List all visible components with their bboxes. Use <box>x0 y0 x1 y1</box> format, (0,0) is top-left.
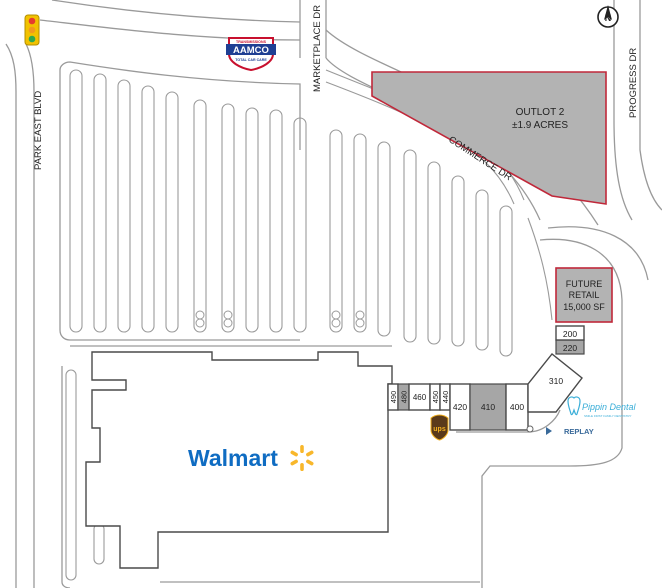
unit-490-number: 490 <box>389 391 398 404</box>
north-arrow-icon: N <box>597 5 619 28</box>
park-east-blvd-road <box>5 43 17 588</box>
svg-text:N: N <box>605 13 612 23</box>
east-access-road-inner <box>547 226 649 281</box>
unit-410-number: 410 <box>481 402 495 412</box>
replay-icon <box>546 427 552 435</box>
outlot-2-label: OUTLOT 2 <box>516 107 565 118</box>
unit-310 <box>527 353 583 413</box>
top-road-north-edge <box>51 0 301 23</box>
walmart-logo-text: Walmart <box>188 445 278 471</box>
pippin-dental-tagline: SMILE FIRST FAMILY DENTISTRY <box>584 414 631 418</box>
ups-logo: ups <box>430 414 449 441</box>
unit-220-number: 220 <box>563 343 577 353</box>
unit-200 <box>555 325 585 341</box>
parking-rows-east <box>329 129 513 357</box>
tooth-icon <box>567 396 581 416</box>
future-retail-label-1: FUTURE <box>566 279 603 289</box>
strip-center <box>387 325 585 433</box>
future-retail-label-2: RETAIL <box>569 290 600 300</box>
pippin-dental-text: Pippin Dental <box>582 402 637 412</box>
ups-text: ups <box>433 426 446 433</box>
replay-text: REPLAY <box>564 427 594 436</box>
park-east-blvd-label: PARK EAST BLVD <box>33 91 44 170</box>
walmart-building <box>85 351 393 569</box>
outlot-2-acres: ±1.9 ACRES <box>512 120 568 131</box>
lot-perimeter-west <box>59 61 301 150</box>
outlot-2-parcel <box>371 71 607 205</box>
progress-dr-label: PROGRESS DR <box>628 48 639 118</box>
parking-rows-west <box>69 69 307 333</box>
parking-islands <box>195 310 365 328</box>
parking-row-east-curve <box>527 217 553 321</box>
aamco-sub-text: TOTAL CAR CARE <box>235 58 267 62</box>
pippin-dental-logo: Pippin Dental SMILE FIRST FAMILY DENTIST… <box>567 396 637 418</box>
progress-dr-east-edge <box>639 0 662 211</box>
parking-row-southwest <box>65 369 77 581</box>
lot-perimeter-south-west <box>59 70 300 341</box>
parking-row-southwest-2 <box>93 523 105 565</box>
park-east-blvd-road-edge <box>25 43 35 588</box>
unit-400-number: 400 <box>510 402 524 412</box>
aamco-top-text: TRANSMISSIONS <box>236 40 267 44</box>
aamco-logo: TRANSMISSIONS AAMCO TOTAL CAR CARE <box>226 37 276 72</box>
marketplace-dr-label: MARKETPLACE DR <box>312 5 323 92</box>
aamco-main-text: AAMCO <box>233 45 269 56</box>
unit-460-number: 460 <box>413 393 427 402</box>
replay-logo: REPLAY <box>546 427 594 436</box>
unit-440-number: 440 <box>441 391 450 404</box>
unit-310-number: 310 <box>549 376 563 386</box>
walmart-spark-icon <box>290 445 314 471</box>
traffic-light-icon <box>24 14 40 46</box>
east-access-road <box>481 238 623 588</box>
unit-200-number: 200 <box>563 329 577 339</box>
unit-450-number: 450 <box>431 391 440 404</box>
future-retail-label-3: 15,000 SF <box>563 302 605 312</box>
unit-480-number: 480 <box>400 391 409 404</box>
unit-420-number: 420 <box>453 402 467 412</box>
future-retail-parcel <box>555 267 613 323</box>
progress-dr-west-edge <box>613 0 633 221</box>
